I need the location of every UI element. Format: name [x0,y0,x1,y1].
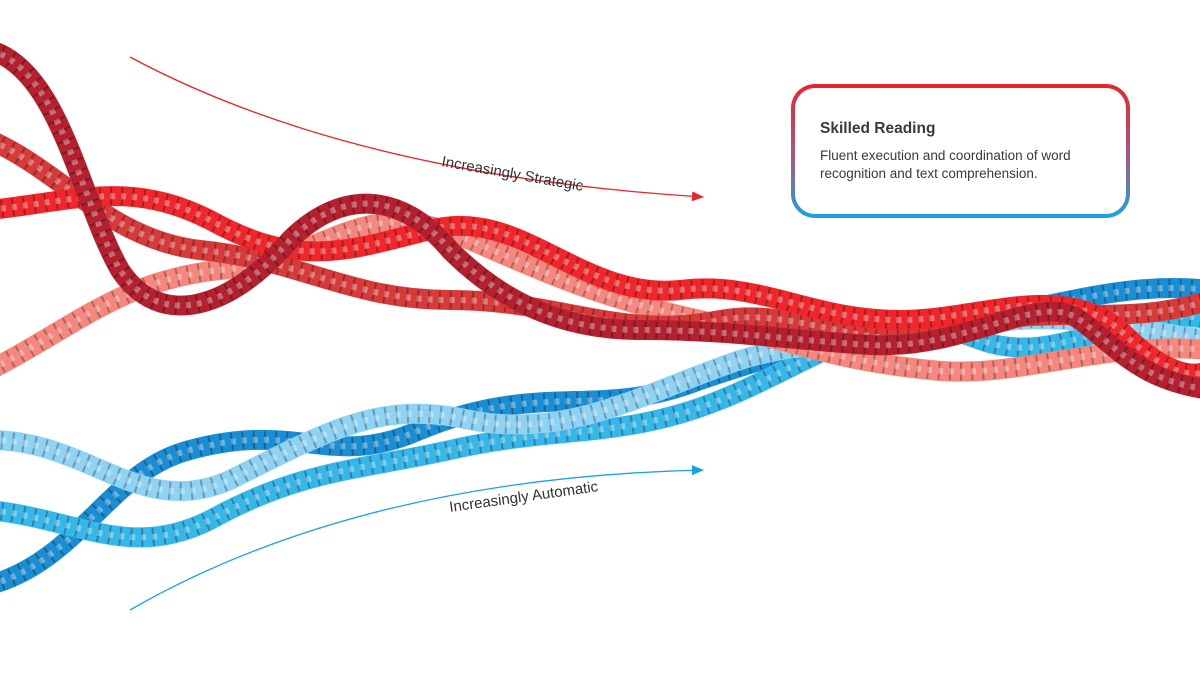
rope-light-red [0,212,1200,382]
card-description: Fluent execution and coordination of wor… [820,148,1071,181]
strategic-arrow [129,56,704,202]
rope-strands [0,43,1200,593]
rope-light-blue-highlight [0,316,1200,495]
skilled-reading-card: Skilled Reading Fluent execution and coo… [791,84,1130,218]
skilled-reading-card-inner: Skilled Reading Fluent execution and coo… [795,88,1126,214]
rope-red-highlight [0,193,1200,377]
rope-blue-highlight [0,313,1200,541]
rope-blue-twist [0,307,1200,547]
strategic-label: Increasingly Strategic [440,153,585,195]
rope-dark-red [0,43,1200,399]
card-title: Skilled Reading [820,120,936,137]
automatic-arrow [129,465,704,611]
rope-dark-blue-highlight [0,285,1200,585]
rope-light-red-highlight [0,219,1200,375]
rope-blue [0,306,1200,548]
rope-dark-red-highlight [0,50,1200,392]
